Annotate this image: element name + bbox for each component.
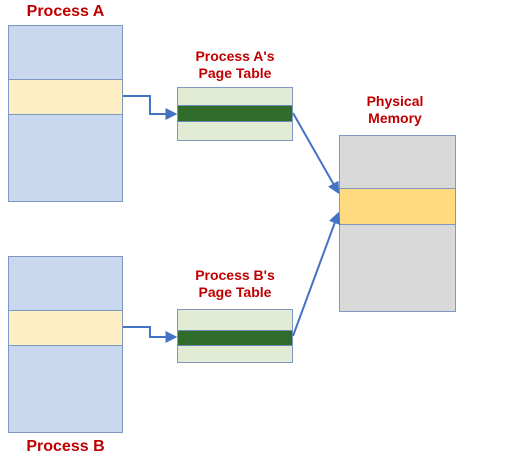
page-table-b-entry [178, 330, 292, 346]
process-b-address-space [8, 256, 123, 433]
arrow-page-table-b-to-memory [292, 211, 341, 337]
arrow-page-table-a-to-memory [292, 112, 340, 195]
page-table-a [177, 87, 293, 141]
page-table-b [177, 309, 293, 363]
page-table-a-label-line-2: Page Table [198, 65, 272, 81]
physical-memory-shared-frame [340, 188, 455, 225]
process-a-label: Process A [26, 3, 105, 20]
page-table-a-label-line-1: Process A's [195, 48, 275, 64]
arrow-process-b-to-page-table-b [123, 326, 178, 343]
page-table-a-entry [178, 105, 292, 122]
process-a-mapped-page [9, 79, 122, 115]
process-a-address-space [8, 25, 123, 202]
page-table-b-label-line-2: Page Table [198, 284, 272, 300]
physical-memory-label-line-2: Memory [368, 110, 422, 126]
physical-memory-label-line-1: Physical [366, 93, 424, 109]
process-b-mapped-page [9, 310, 122, 346]
page-table-b-label-line-1: Process B's [195, 267, 275, 283]
arrow-process-a-to-page-table-a [123, 95, 178, 120]
page-table-b-label: Process B's Page Table [172, 267, 298, 301]
physical-memory-label: Physical Memory [345, 93, 445, 127]
process-b-label: Process B [26, 438, 105, 455]
page-table-a-label: Process A's Page Table [172, 48, 298, 82]
